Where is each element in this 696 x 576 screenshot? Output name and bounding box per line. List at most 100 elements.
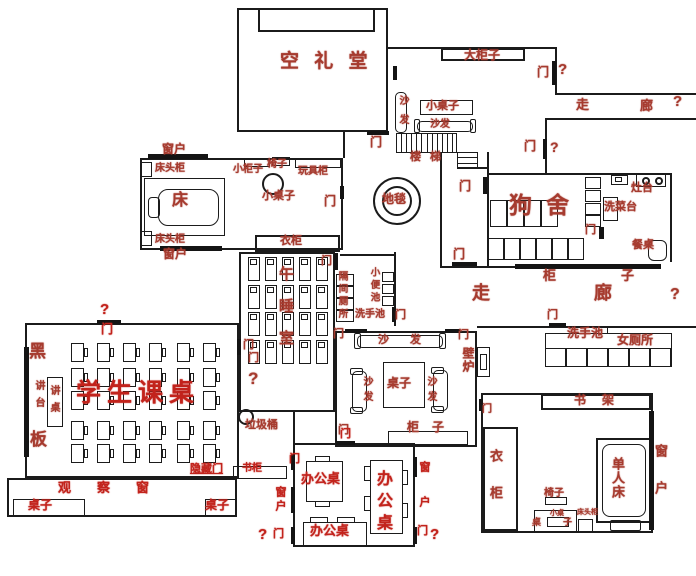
wall-corridor-upper-top (555, 93, 696, 95)
student-desk (149, 368, 162, 387)
bed2-foot (610, 520, 641, 531)
hall-wardrobe (255, 235, 340, 252)
student-desk-tab (110, 396, 114, 405)
nap-bed-pillow (284, 287, 291, 293)
table-br (205, 499, 237, 517)
desk2-label: 办公桌 (374, 470, 391, 536)
kennel-cell-stack (585, 177, 601, 189)
toilet-box-4 (336, 310, 354, 322)
nap-bed (248, 340, 260, 364)
toy-cabinet (295, 158, 341, 168)
nap-bed-pillow (284, 259, 291, 265)
stairs-hatch (401, 133, 402, 153)
student-desk-tab (110, 373, 114, 382)
stairs-hatch (447, 133, 448, 153)
nap-bed (248, 285, 260, 309)
window-bar-office-left (291, 487, 295, 513)
door-bar-corridor-mid (452, 262, 477, 266)
stove-burner-right (655, 177, 663, 185)
door-bar-living-tr (445, 329, 460, 333)
lectern-label: 讲桌 (48, 385, 59, 419)
stairs-hatch (406, 133, 407, 153)
stove (636, 174, 666, 187)
kennel-cell-upper (524, 200, 541, 227)
trash-bin-circle (238, 409, 254, 425)
kennel-label: 狗舍 (509, 192, 583, 218)
nap-bed-pillow (301, 259, 308, 265)
nap-bed-pillow (318, 314, 325, 320)
student-desk-tab (216, 449, 220, 458)
student-desk (177, 421, 190, 440)
nap-bed (299, 340, 311, 364)
nap-bed (265, 285, 277, 309)
urinal-1 (382, 272, 394, 282)
nightstand-top (141, 162, 152, 177)
nap-bed-pillow (301, 314, 308, 320)
desk3-tab-2 (337, 517, 355, 523)
student-desk (149, 343, 162, 362)
side-steps-hatch (457, 163, 478, 164)
dining-table-label: 餐桌 (632, 239, 654, 251)
door-bar-office-left (291, 454, 295, 470)
nap-bed (316, 312, 328, 336)
student-desk-tab (136, 426, 140, 435)
desk2-tab-l1 (364, 466, 371, 481)
lobby-sofa-h-label: 沙发 (430, 119, 450, 130)
desk2-tab-l2 (364, 496, 371, 511)
nap-bed (265, 312, 277, 336)
nap-bed-pillow (284, 314, 291, 320)
table-bl-label: 桌子 (28, 498, 53, 512)
stairs-hatch (437, 133, 438, 153)
desk1-tab-t (315, 456, 330, 462)
kitchen-sink (611, 175, 628, 185)
student-desk (177, 391, 190, 410)
stairs-hatch (421, 133, 422, 153)
student-desk-tab (136, 348, 140, 357)
wall-step-bottom (457, 167, 487, 169)
student-desk (177, 444, 190, 463)
wall-office-conn (293, 412, 295, 443)
bookshelf2 (541, 394, 651, 410)
student-desk (203, 368, 216, 387)
washbasin-mid-label: 洗手池 (355, 309, 385, 320)
nightstand-top-label: 床头柜 (155, 163, 185, 174)
stairs-hatch (427, 133, 428, 153)
toy-cabinet-label: 玩具柜 (298, 166, 328, 177)
obs-band (7, 478, 237, 517)
living-sofa-right-cap-b (431, 406, 444, 413)
blackboard-bar (24, 347, 29, 457)
student-desk (71, 421, 84, 440)
stairs-label: 楼梯 (410, 151, 450, 163)
hidden-door-label: 隐藏门 (190, 463, 223, 475)
lobby-sofa-h (417, 121, 473, 132)
desk3-tab-1 (310, 517, 328, 523)
living-cabinet-label: 柜子 (407, 420, 458, 434)
nap-bed (248, 312, 260, 336)
living-sofa-top-label: 沙发 (378, 334, 442, 346)
kitchen-sink-inner (615, 177, 622, 182)
toilet-stall-cell (608, 348, 629, 367)
corridor-shelf-bar (515, 264, 661, 269)
student-desk-tab (162, 396, 166, 405)
nap-bed (282, 340, 294, 364)
fireplace-inner (480, 354, 487, 370)
nightstand-bottom (141, 231, 152, 246)
door-bar-bedroom1 (340, 186, 344, 199)
table-bl (13, 499, 85, 517)
nap-bed-pillow (250, 287, 257, 293)
wash-counter-label: 洗菜台 (604, 201, 637, 213)
door-bar-corridor-upper (543, 139, 547, 159)
bed1-mattress (158, 189, 219, 226)
student-desk-tab (190, 396, 194, 405)
nap-bed (248, 257, 260, 281)
nap-bed (282, 257, 294, 281)
student-desk (203, 444, 216, 463)
nap-bed (299, 312, 311, 336)
kennel-cell-lower (488, 238, 504, 260)
bedroom1-room (140, 158, 343, 250)
stove-burner-left (642, 177, 650, 185)
nap-bed (282, 285, 294, 309)
nap-bed-pillow (318, 287, 325, 293)
door-bar-bedroom2 (479, 399, 483, 411)
student-desk (123, 444, 136, 463)
